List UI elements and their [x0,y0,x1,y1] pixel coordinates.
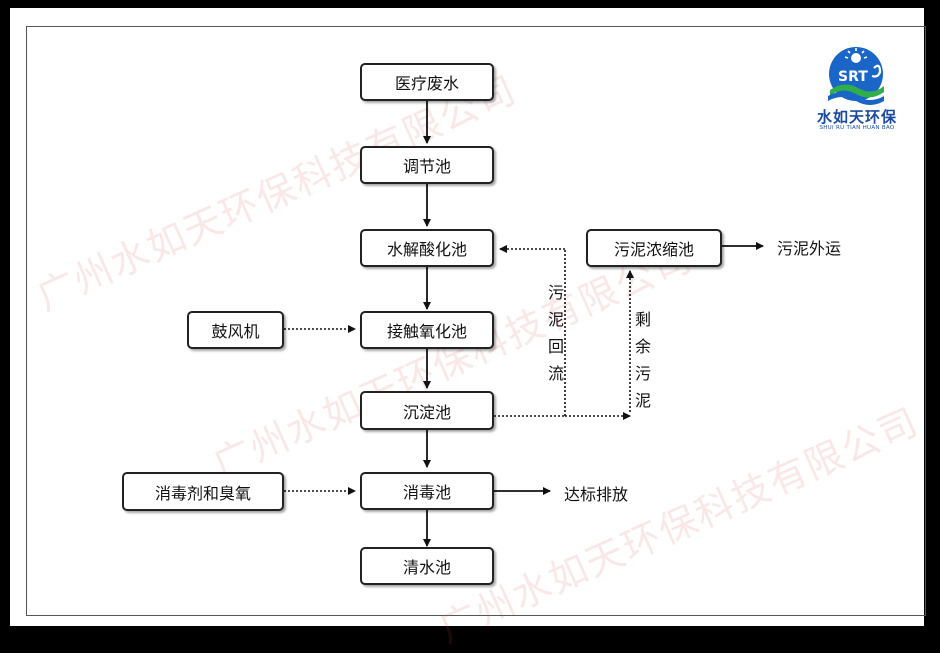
label-sludge-return-char: 回 [547,337,564,356]
box-disinfection-tank: 消毒池 [360,472,494,510]
label-excess-sludge-char: 泥 [634,391,651,410]
logo-brand: SRT [838,69,868,85]
label-sludge-return-char: 流 [547,364,564,383]
box-disinfectant-ozone: 消毒剂和臭氧 [122,472,284,511]
label-sludge-out: 污泥外运 [777,239,842,258]
diagram-border [26,26,926,616]
label-excess-sludge-char: 污 [634,364,651,383]
label-excess-sludge-char: 剩 [634,310,651,329]
box-regulating-tank: 调节池 [360,146,494,184]
box-clear-water-tank: 清水池 [360,547,494,585]
company-logo: SRT [828,47,884,105]
label-sludge-return-char: 污 [547,283,564,302]
label-excess-sludge-char: 余 [634,337,651,356]
box-contact-oxidation-tank: 接触氧化池 [360,311,494,349]
label-sludge-return-char: 泥 [547,310,564,329]
logo-pinyin: SHUI RU TIAN HUAN BAO [819,125,895,131]
label-sludge-return: 污 泥 回 流 [546,279,566,387]
box-medical-wastewater: 医疗废水 [360,63,494,101]
box-hydrolysis-tank: 水解酸化池 [360,229,494,267]
box-blower: 鼓风机 [187,311,284,349]
label-discharge: 达标排放 [564,485,629,504]
box-sedimentation-tank: 沉淀池 [360,391,494,430]
logo-name: 水如天环保 [816,108,897,126]
box-sludge-thickener: 污泥浓缩池 [586,229,722,267]
label-excess-sludge: 剩 余 污 泥 [633,306,653,414]
